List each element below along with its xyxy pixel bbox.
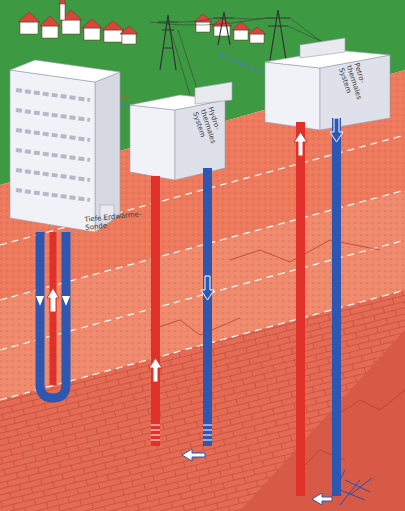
geothermal-scene: Tiefe Erdwärme-SondeHydro- thermales Sys… (0, 0, 405, 511)
